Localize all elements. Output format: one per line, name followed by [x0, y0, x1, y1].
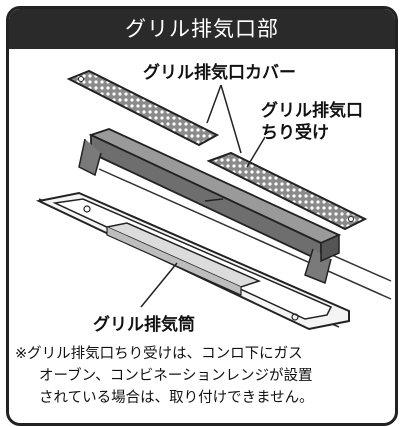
grill-exhaust-duct [35, 191, 350, 331]
grill-exhaust-cover-left [66, 69, 220, 147]
note-line-1: ※グリル排気口ちり受けは、コンロ下にガス [15, 346, 303, 362]
note-line-2: オーブン、コンビネーションレンジが設置 [39, 368, 313, 384]
leader-lines [140, 84, 266, 308]
label-dust-tray-line1: グリル排気口 [261, 101, 363, 121]
grill-exhaust-cover-right [206, 151, 368, 231]
note-line-3: されている場合は、取り付けできません。 [39, 390, 314, 406]
grill-exhaust-dust-tray [78, 128, 342, 285]
installation-note: ※グリル排気口ちり受けは、コンロ下にガス オーブン、コンビネーションレンジが設置… [15, 343, 389, 409]
label-dust-tray-line2: ちり受け [261, 123, 329, 143]
panel-title: グリル排気口部 [9, 9, 395, 49]
diagram-panel: グリル排気口部 [6, 6, 398, 426]
grill-exhaust-illustration [35, 69, 392, 331]
label-cover: グリル排気口カバー [143, 63, 296, 83]
label-exhaust-duct: グリル排気筒 [93, 315, 195, 335]
